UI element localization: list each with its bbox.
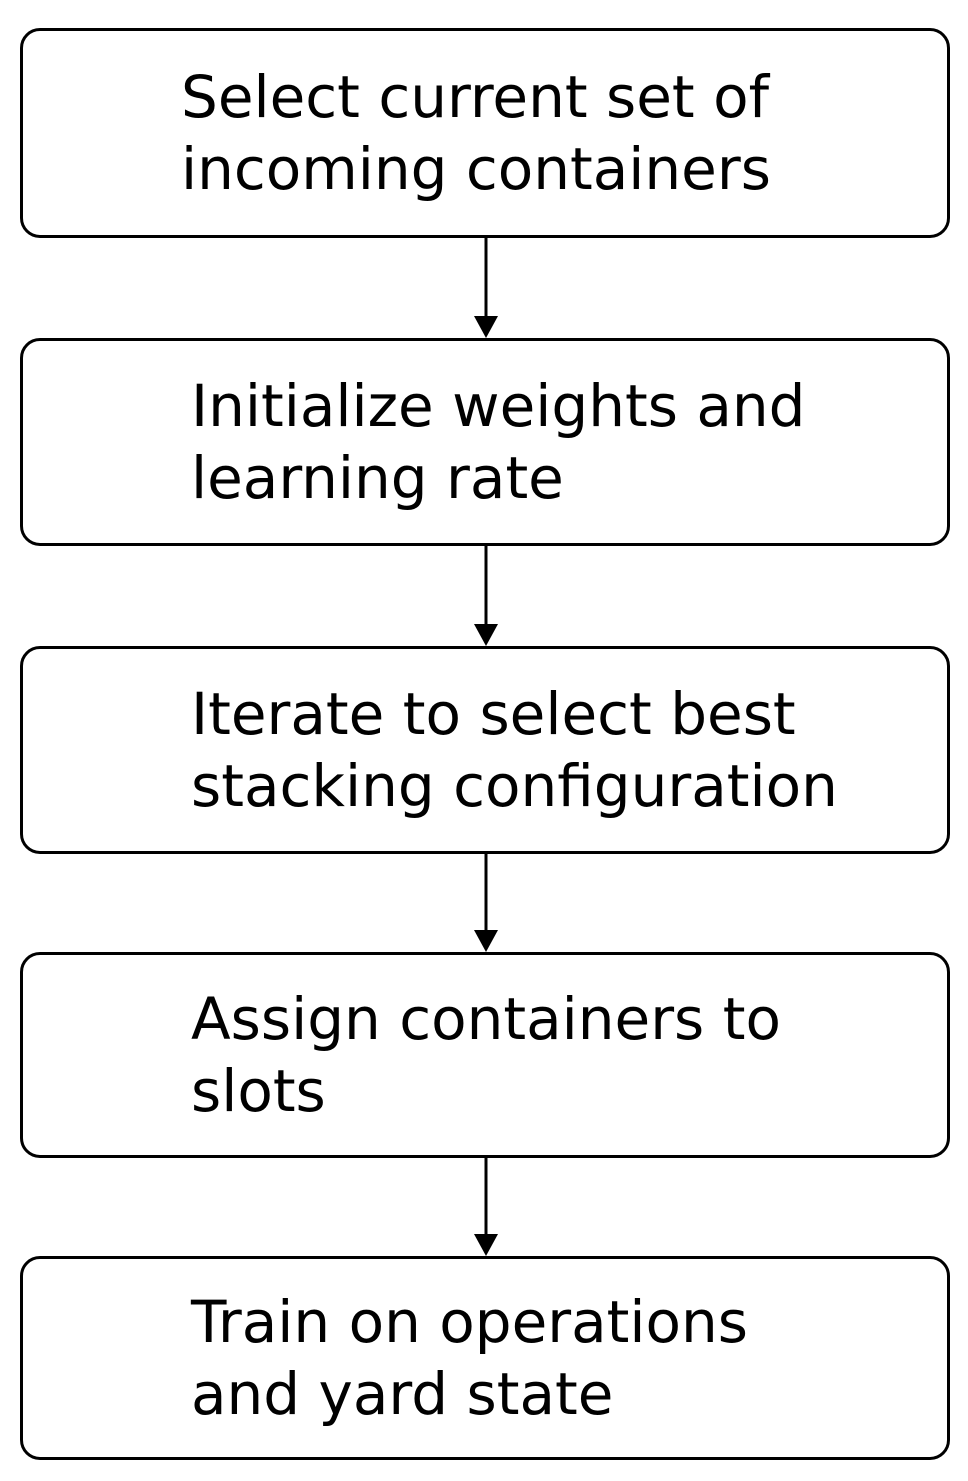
step-label-line: learning rate — [191, 444, 564, 512]
step-label-line: slots — [191, 1057, 326, 1125]
step-label-line: and yard state — [191, 1360, 614, 1428]
step-label: Select current set of incoming container… — [181, 31, 927, 235]
step-label: Iterate to select best stacking configur… — [191, 649, 927, 851]
step-box-assign-containers: Assign containers to slots — [20, 952, 950, 1158]
step-label-line: Select current set of — [181, 63, 770, 131]
arrow-down-icon — [474, 238, 498, 338]
step-box-train-operations: Train on operations and yard state — [20, 1256, 950, 1460]
step-label-line: Iterate to select best — [191, 680, 796, 748]
step-label-line: Initialize weights and — [191, 372, 806, 440]
arrow-down-icon — [474, 1158, 498, 1256]
step-box-initialize-weights: Initialize weights and learning rate — [20, 338, 950, 546]
step-box-iterate-configuration: Iterate to select best stacking configur… — [20, 646, 950, 854]
step-box-select-containers: Select current set of incoming container… — [20, 28, 950, 238]
arrow-down-icon — [474, 546, 498, 646]
step-label: Initialize weights and learning rate — [191, 341, 927, 543]
step-label-line: incoming containers — [181, 135, 771, 203]
step-label-line: Train on operations — [191, 1288, 748, 1356]
arrow-down-icon — [474, 854, 498, 952]
step-label: Assign containers to slots — [191, 955, 927, 1155]
step-label: Train on operations and yard state — [191, 1259, 927, 1457]
step-label-line: Assign containers to — [191, 985, 781, 1053]
step-label-line: stacking configuration — [191, 752, 838, 820]
